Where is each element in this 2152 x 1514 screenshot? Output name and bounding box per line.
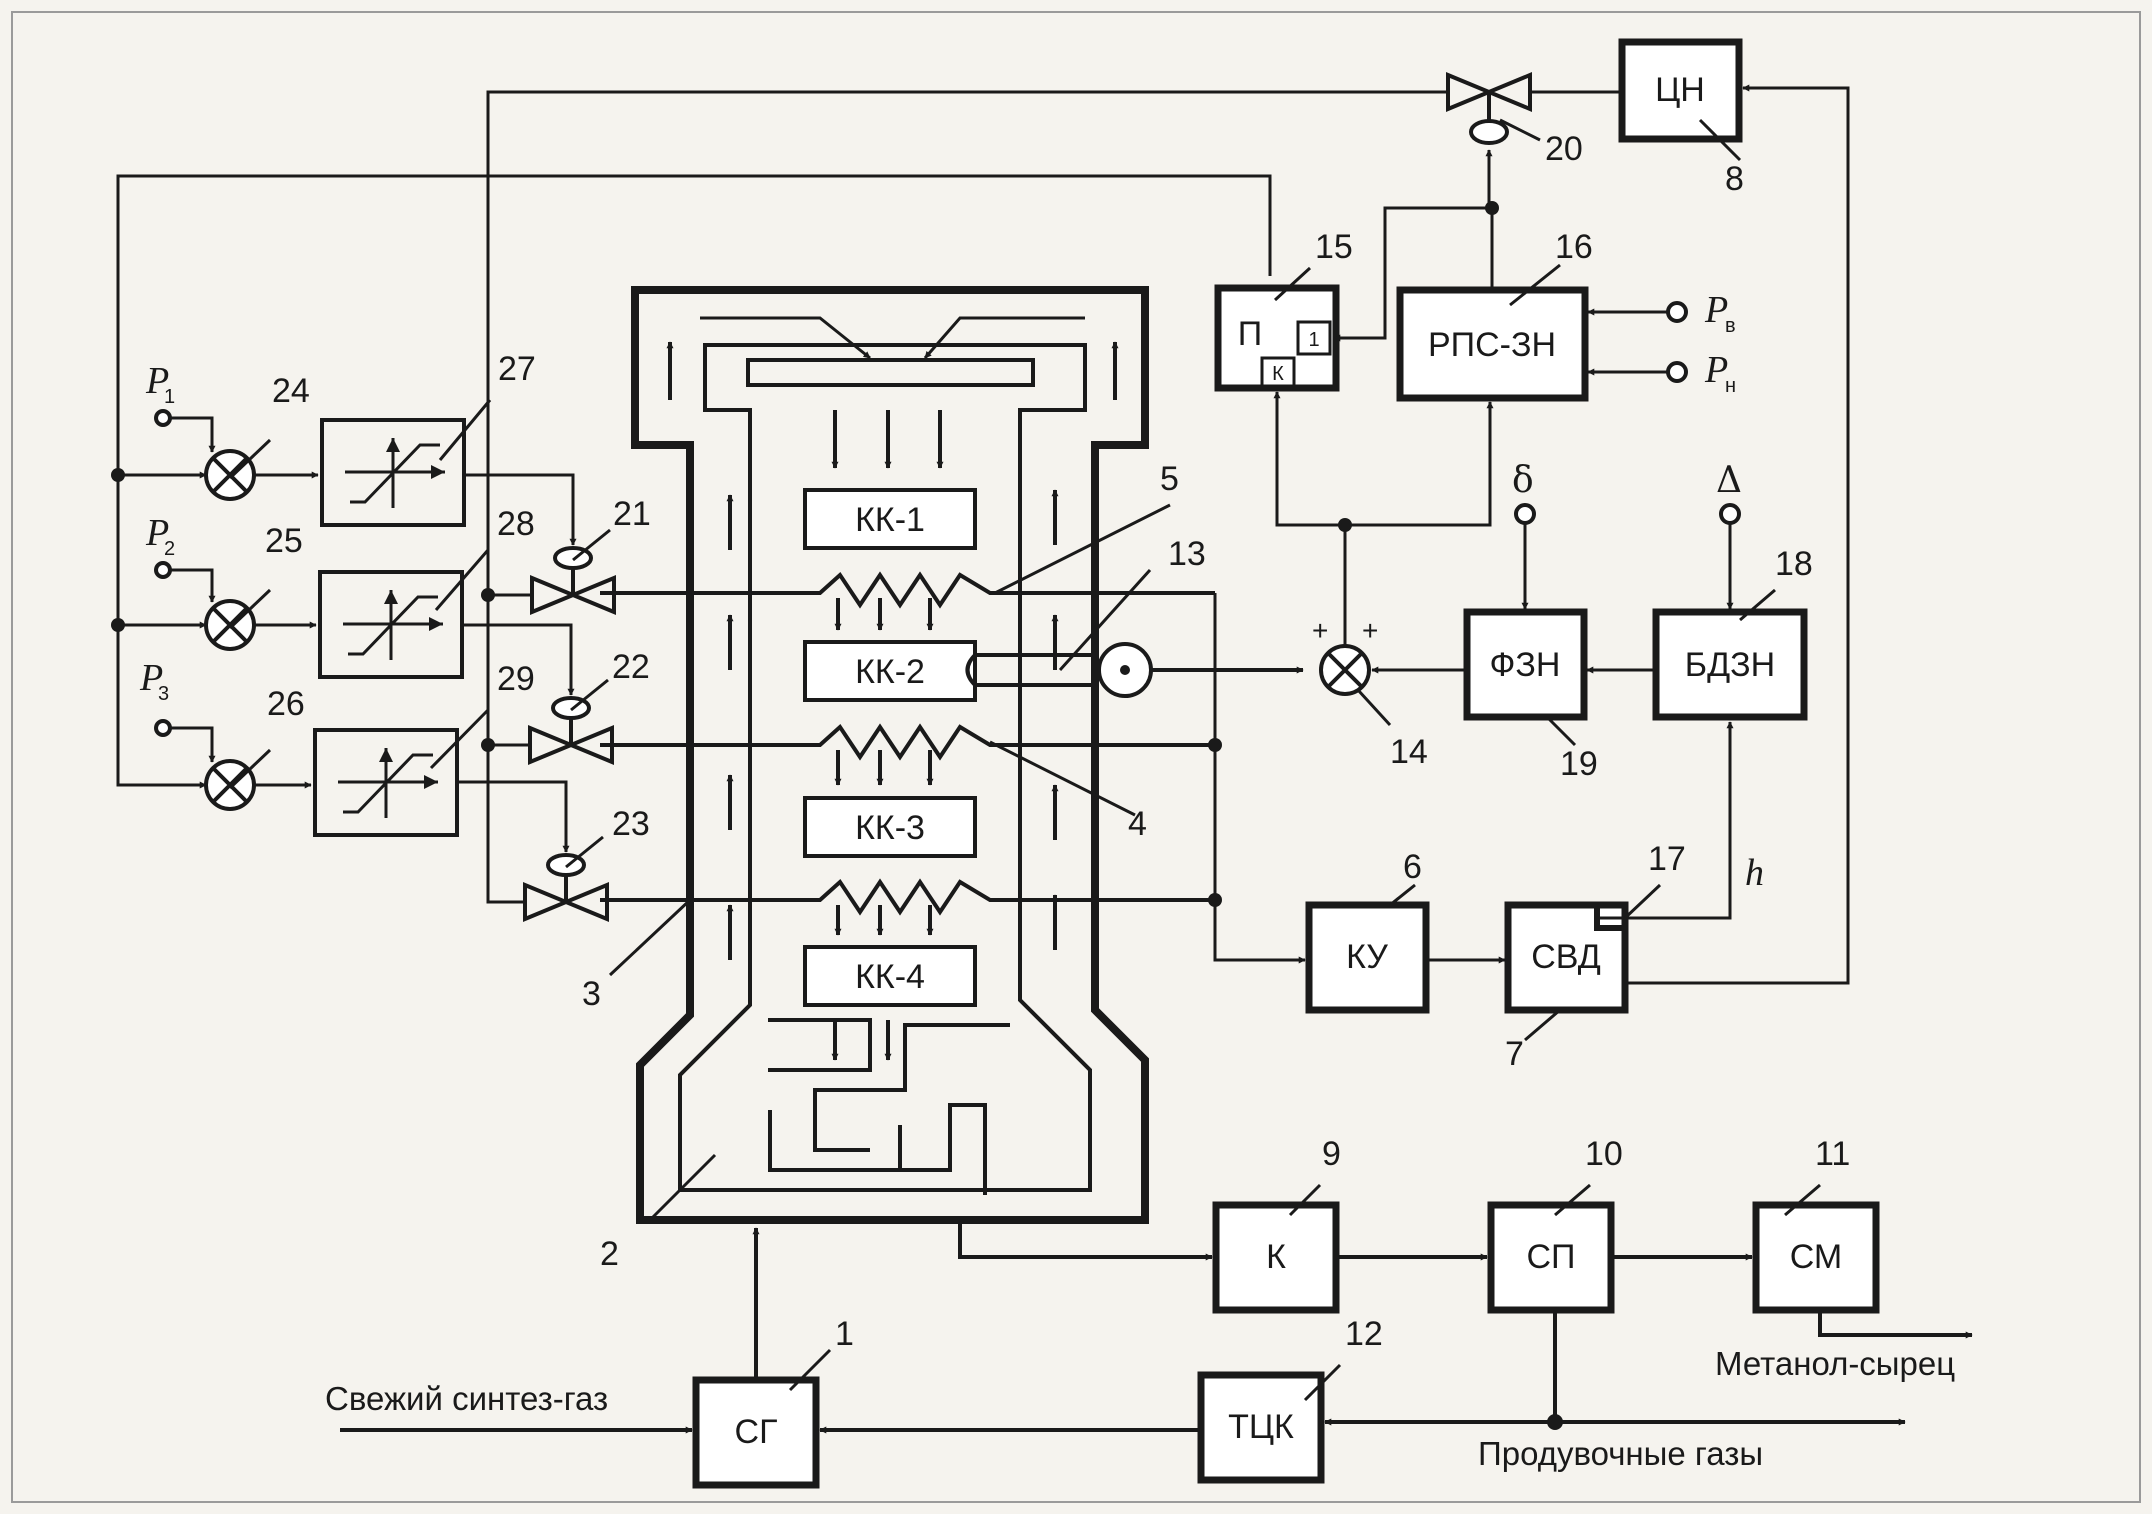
catalyst-beds: КК-1 КК-2 КК-3 КК-4 [803,488,977,1007]
catalyst-bed-1 [803,488,977,550]
num-1: 1 [835,1315,854,1353]
num-18: 18 [1775,545,1813,583]
num-10: 10 [1585,1135,1623,1173]
signal-labels: P 1 P 2 P 3 P в P н δ Δ h + + [139,289,1764,894]
quench-distributors [600,571,1215,936]
block-ku [1305,901,1430,1014]
block-sp-label: СП [1527,1238,1576,1276]
num-4: 4 [1128,805,1147,843]
catalyst-bed-1-label: КК-1 [855,501,925,539]
label-pv-sub: в [1725,315,1736,337]
label-pv: P [1704,289,1728,331]
num-25: 25 [265,522,303,560]
block-rps [1396,286,1589,402]
num-6: 6 [1403,848,1422,886]
label-fresh-gas: Свежий синтез-газ [325,1380,608,1417]
num-26: 26 [267,685,305,723]
block-fzn [1463,608,1588,721]
block-p-inner-k: К [1272,363,1284,385]
block-cn-label: ЦН [1655,71,1705,109]
num-29: 29 [497,660,535,698]
label-p2-sub: 2 [164,538,175,560]
num-23: 23 [612,805,650,843]
label-plus-left: + [1312,615,1328,646]
num-5: 5 [1160,460,1179,498]
num-7: 7 [1505,1035,1524,1073]
label-p1: P [145,360,169,402]
label-pn: P [1704,349,1728,391]
block-tck-label: ТЦК [1228,1408,1294,1446]
num-14: 14 [1390,733,1428,771]
catalyst-bed-2-label: КК-2 [855,653,925,691]
label-delta-small: δ [1512,460,1534,501]
num-27: 27 [498,350,536,388]
block-sm [1752,1201,1880,1314]
num-22: 22 [612,648,650,686]
label-plus-right: + [1362,615,1378,646]
num-21: 21 [613,495,651,533]
label-methanol: Метанол-сырец [1715,1345,1955,1382]
catalyst-bed-4 [803,945,977,1007]
num-3: 3 [582,975,601,1013]
num-24: 24 [272,372,310,410]
num-28: 28 [497,505,535,543]
label-p2: P [145,512,169,554]
num-11: 11 [1815,1135,1850,1173]
label-h: h [1745,852,1764,894]
stream-labels: Свежий синтез-газ Метанол-сырец Продувоч… [325,1345,1955,1472]
block-p-label: П [1238,315,1262,353]
num-12: 12 [1345,1315,1383,1353]
comparators [204,449,1371,811]
valves [523,72,1532,922]
catalyst-bed-3-label: КК-3 [855,809,925,847]
num-17: 17 [1648,840,1686,878]
temperature-sensor [965,642,1304,698]
block-svd-label: СВД [1531,938,1601,976]
catalyst-bed-4-label: КК-4 [855,958,925,996]
block-k-label: К [1266,1238,1286,1276]
reference-numbers: 1 2 3 4 5 6 7 8 9 10 11 12 13 14 15 16 1… [265,130,1850,1353]
reactor-flow-arrows [666,341,1119,1061]
num-16: 16 [1555,228,1593,266]
signal-lines [111,84,1850,985]
num-15: 15 [1315,228,1353,266]
outer-border [11,11,2141,1503]
num-2: 2 [600,1235,619,1273]
label-pn-sub: н [1725,375,1736,397]
limiters [313,418,466,837]
label-p3: P [139,657,163,699]
num-19: 19 [1560,745,1598,783]
label-delta-big: Δ [1716,460,1742,501]
block-sg [692,1376,820,1489]
blocks: СГ К СП СМ ТЦК КУ СВД ЦН П 1 К РПС-ЗН ФЗ… [692,38,1880,1489]
reactor [631,286,1149,1224]
num-13: 13 [1168,535,1206,573]
label-p3-sub: 3 [158,683,169,705]
leader-lines [228,118,1821,1402]
block-rps-label: РПС-ЗН [1428,326,1556,364]
catalyst-bed-2 [803,640,977,702]
catalyst-bed-3 [803,796,977,858]
block-tck [1197,1371,1325,1484]
block-fzn-label: ФЗН [1490,646,1561,684]
block-cn [1618,38,1743,143]
num-20: 20 [1545,130,1583,168]
block-bdzn-label: БДЗН [1685,646,1775,684]
label-purge: Продувочные газы [1478,1435,1763,1472]
block-p-inner-1: 1 [1308,329,1319,351]
block-svd [1504,901,1629,1014]
block-sm-label: СМ [1790,1238,1843,1276]
label-p1-sub: 1 [164,386,175,408]
num-9: 9 [1322,1135,1341,1173]
num-8: 8 [1725,160,1744,198]
block-bdzn [1652,608,1808,721]
block-sg-label: СГ [735,1413,778,1451]
block-ku-label: КУ [1346,938,1388,976]
process-streams [340,1220,1973,1434]
